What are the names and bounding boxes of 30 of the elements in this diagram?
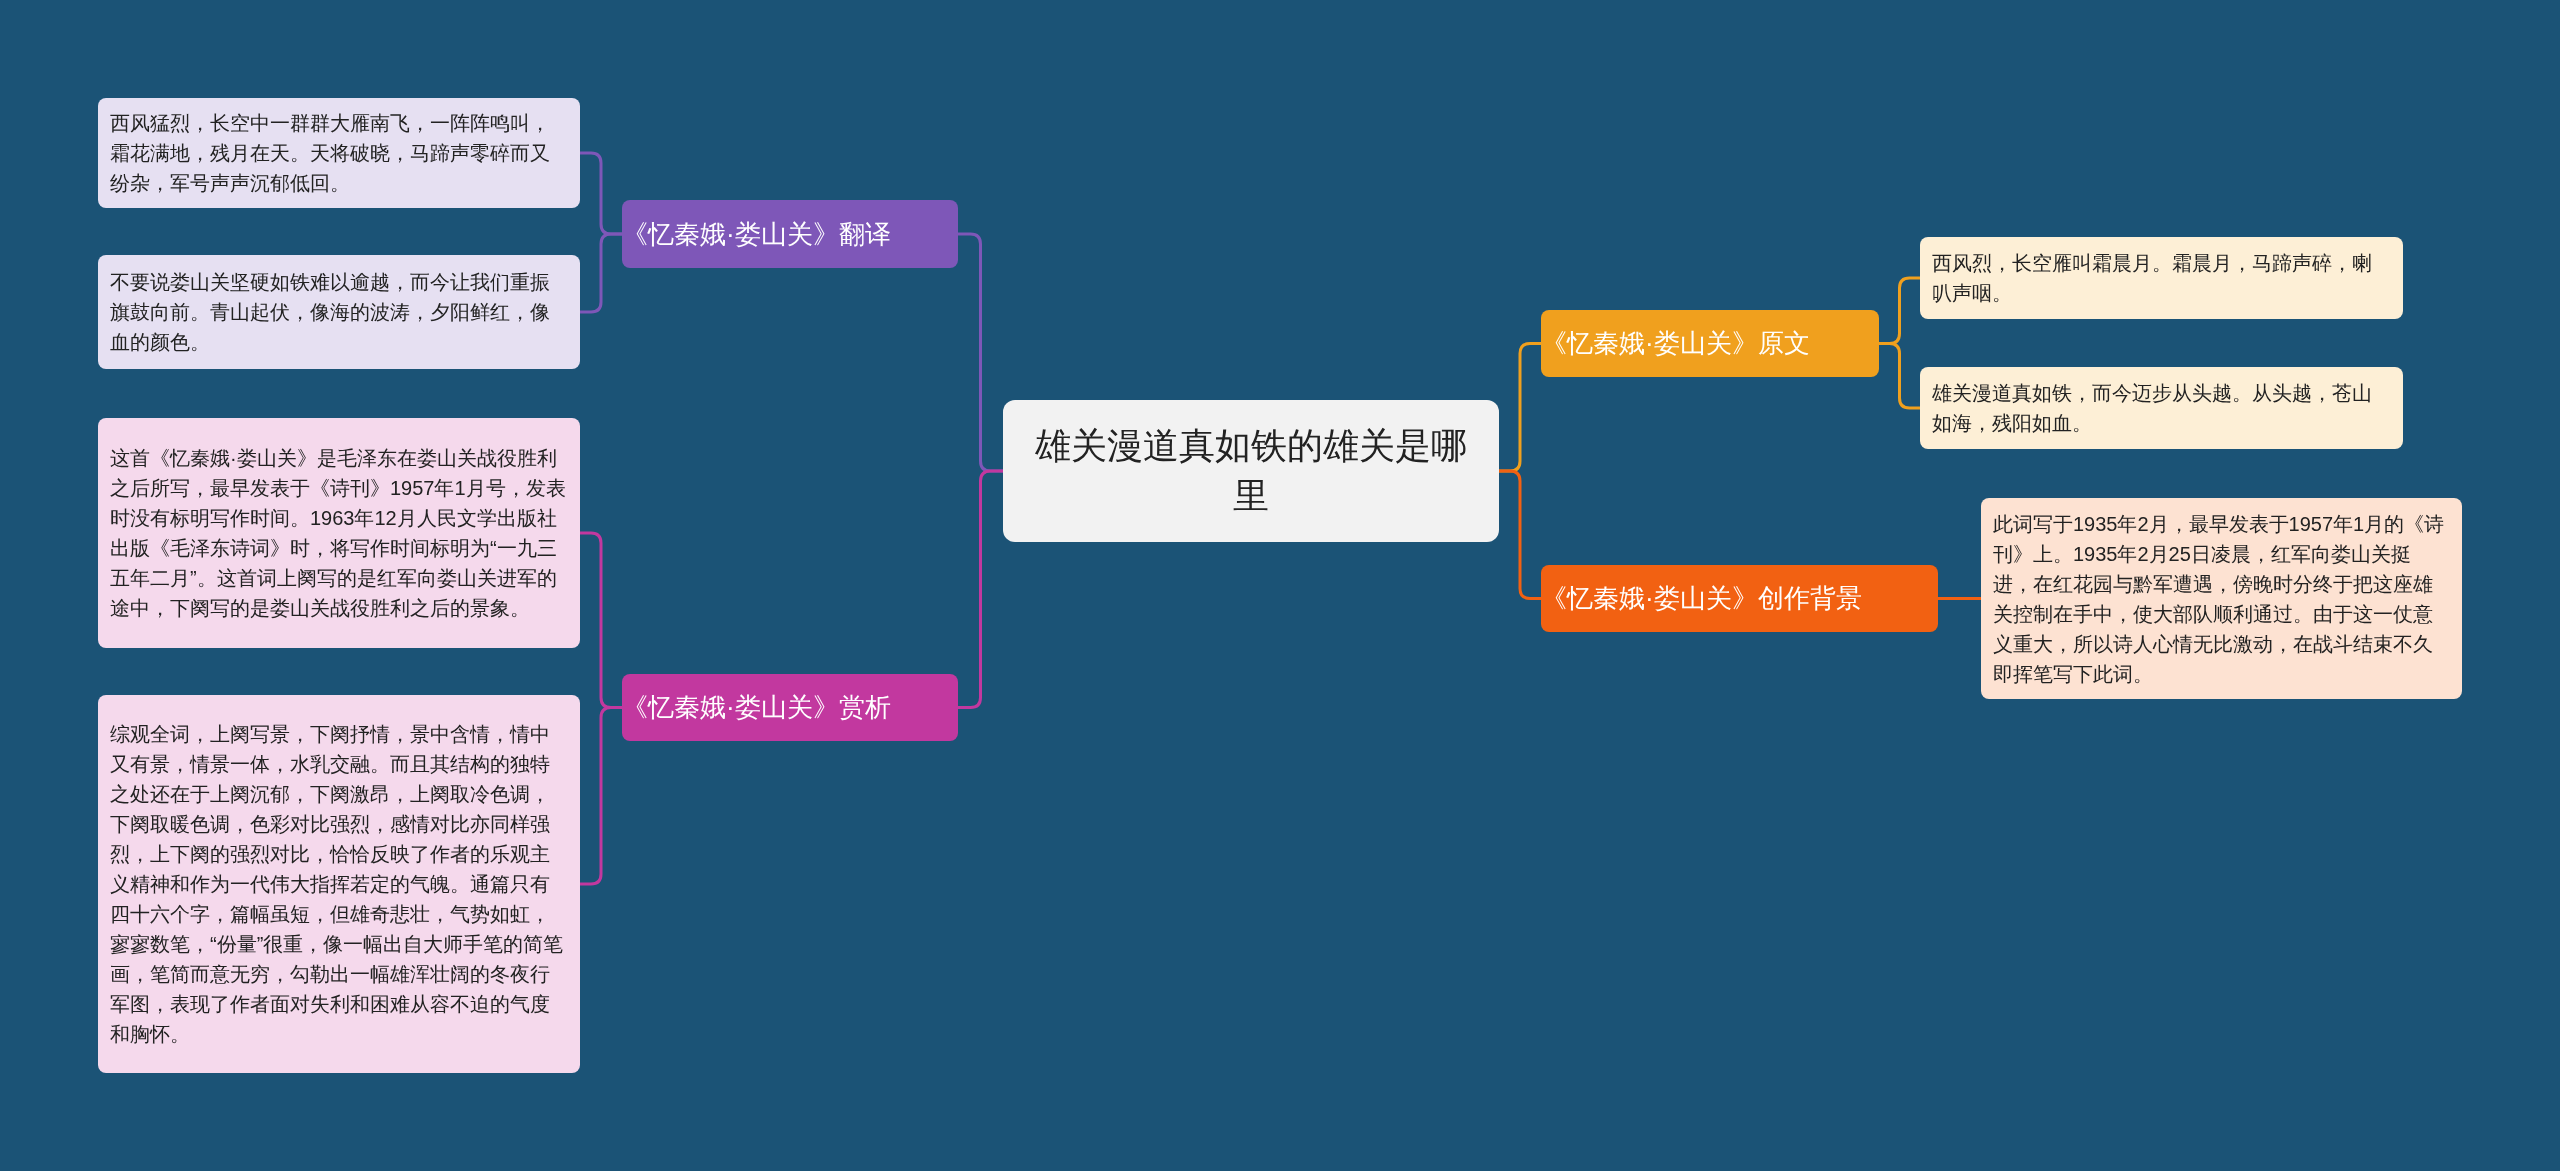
node-text: 不要说娄山关坚硬如铁难以逾越，而今让我们重振旗鼓向前。青山起伏，像海的波涛，夕阳鲜红，像血的颜色。 [109,270,551,355]
leaf-note-box [98,695,580,1073]
connector-line [1499,469,1541,600]
node-text: 《忆秦娥·娄山关》赏析 [622,691,892,724]
leaf-note-box [1920,237,2403,319]
connector-line [580,232,622,314]
leaf-note-box [1920,367,2403,449]
leaf-note-box [98,98,580,208]
leaf-note-box [98,255,580,369]
leaf-note-box [1981,498,2462,699]
branch-topic-box [1541,565,1938,632]
node-text: 《忆秦娥·娄山关》翻译 [622,217,892,251]
connector-line [958,469,1003,709]
branch-topic-box [622,674,958,741]
node-text: 这首《忆秦娥·娄山关》是毛泽东在娄山关战役胜利之后所写，最早发表于《诗刊》1957年1月号，发表时没有标明写作时间。1963年12月人民文学出版社出版《毛泽东诗词》时，将写作时间标明为“一九三五年二月”。这首词上阕写的是红军向娄山关进军的途中，下阕写的是娄山关战役胜利之后的景象。 [109,446,567,621]
leaf-note-box [98,418,580,648]
node-text: 雄关漫道真如铁，而今迈步从头越。从头越，苍山如海，残阳如血。 [1931,381,2373,436]
connector-line [1938,597,1981,600]
node-text: 西风猛烈，长空中一群群大雁南飞，一阵阵鸣叫，霜花满地，残月在天。天将破晓，马蹄声零碎而又纷杂，军号声声沉郁低回。 [109,111,551,196]
branch-topic-box [1541,310,1879,377]
connector-line [580,706,622,886]
node-text: 综观全词，上阕写景，下阕抒情，景中含情，情中又有景，情景一体，水乳交融。而且其结构的独特之处还在于上阕沉郁，下阕激昂，上阕取冷色调，下阕取暖色调，色彩对比强烈，感情对比亦同样强烈，上下阕的强烈对比，恰恰反映了作者的乐观主义精神和作为一代伟大指挥若定的气魄。通篇只有四十六个字，篇幅虽短，但雄奇悲壮，气势如虹，寥寥数笔，“份量”很重，像一幅出自大师手笔的简笔画，笔简而意无穷，勾勒出一幅雄浑壮阔的冬夜行军图，表现了作者面对失利和困难从容不迫的气度和胸怀。 [109,722,565,1047]
node-text: 《忆秦娥·娄山关》原文 [1541,327,1811,360]
node-text: 西风烈，长空雁叫霜晨月。霜晨月，马蹄声碎，喇叭声咽。 [1931,251,2373,306]
root-topic-box [1003,400,1499,542]
node-text: 雄关漫道真如铁的雄关是哪里 [1034,424,1468,518]
node-text: 《忆秦娥·娄山关》创作背景 [1541,582,1863,615]
connector-line [1879,342,1920,410]
branch-topic-box [622,200,958,268]
node-text: 此词写于1935年2月，最早发表于1957年1月的《诗刊》上。1935年2月25日凌晨，红军向娄山关挺进，在红花园与黔军遭遇，傍晚时分终于把这座雄关控制在手中，使大部队顺利通过。由于这一仗意义重大，所以诗人心情无比激动，在战斗结束不久即挥笔写下此词。 [1992,511,2446,687]
